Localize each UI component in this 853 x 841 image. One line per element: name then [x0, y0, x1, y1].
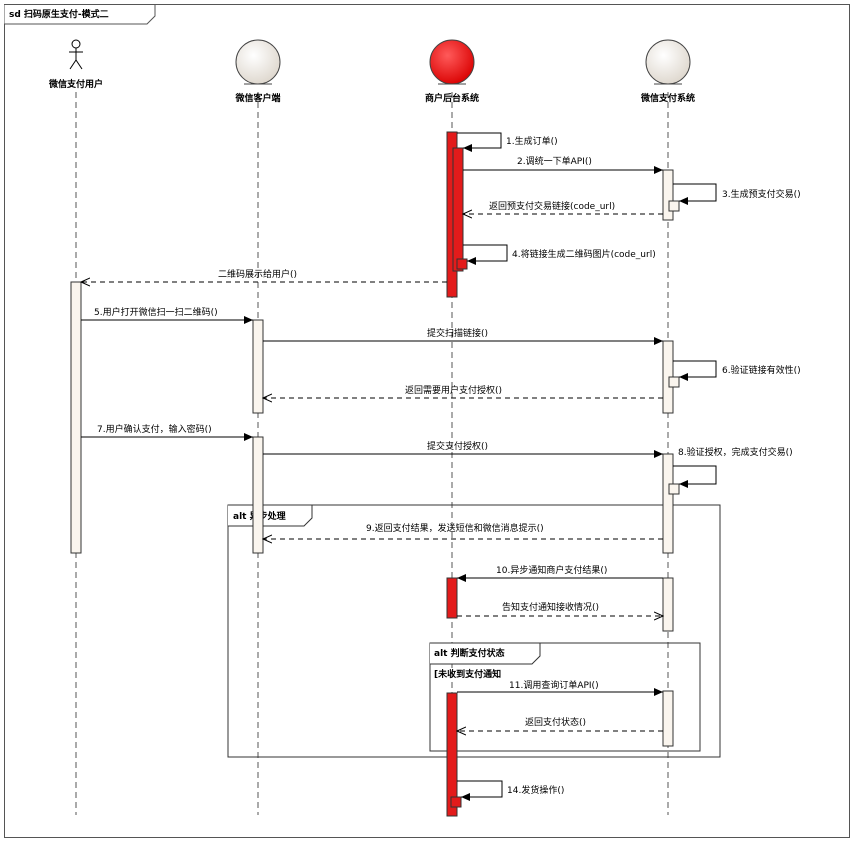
diagram-frame: sd 扫码原生支付-模式二 — [4, 4, 850, 838]
activation-bar — [668, 200, 680, 212]
message-label: 返回预支付交易链接(code_url) — [489, 200, 615, 212]
message-label: 二维码展示给用户() — [218, 268, 297, 280]
message-label: 3.生成预支付交易() — [722, 188, 801, 200]
message-arrow — [673, 360, 717, 381]
participant-wxpay: 微信支付系统 — [640, 39, 695, 104]
participant-client: 微信客户端 — [234, 39, 281, 104]
fragment-label: alt 判断支付状态 — [434, 647, 505, 659]
activation-bar — [668, 483, 680, 495]
fragment-guard: [未收到支付通知 — [434, 668, 501, 680]
message-label: 提交扫描链接() — [427, 327, 488, 339]
message-label: 返回支付状态() — [525, 716, 586, 728]
message-arrow — [463, 244, 508, 265]
entity-icon — [235, 39, 281, 85]
activation-bar — [662, 169, 674, 221]
activation-bar — [446, 692, 458, 817]
participant-label-wxpay: 微信支付系统 — [640, 92, 695, 104]
entity-icon — [429, 39, 475, 85]
message-label: 2.调统一下单API() — [517, 155, 592, 167]
activation-bar — [252, 319, 264, 414]
activation-bar — [662, 577, 674, 632]
participant-label-merchant: 商户后台系统 — [425, 92, 479, 104]
message-label: 4.将链接生成二维码图片(code_url) — [512, 248, 656, 260]
frame-title-tab — [4, 4, 156, 25]
activation-bar — [446, 577, 458, 619]
message-label: 8.验证授权，完成支付交易() — [678, 446, 793, 458]
message-label: 1.生成订单() — [506, 135, 558, 147]
message-label: 提交支付授权() — [427, 440, 488, 452]
message-arrow — [457, 780, 503, 801]
message-label: 14.发货操作() — [507, 784, 564, 796]
message-arrow — [673, 465, 717, 488]
activation-bar — [452, 147, 464, 272]
activation-bar — [662, 690, 674, 747]
message-label: 5.用户打开微信扫一扫二维码() — [94, 306, 218, 318]
message-label: 9.返回支付结果，发送短信和微信消息提示() — [366, 522, 544, 534]
message-label: 6.验证链接有效性() — [722, 364, 801, 376]
fragment-alt-async: alt 异步处理 — [227, 504, 721, 758]
participant-label-client: 微信客户端 — [234, 92, 280, 104]
message-label: 返回需要用户支付授权() — [405, 384, 502, 396]
activation-bar — [662, 453, 674, 554]
message-label: 告知支付通知接收情况() — [502, 601, 599, 613]
participant-merchant: 商户后台系统 — [425, 39, 479, 104]
message-arrow — [457, 132, 502, 152]
stick-figure-icon — [69, 39, 83, 70]
activation-bar — [450, 796, 462, 808]
message-label: 7.用户确认支付，输入密码() — [97, 423, 212, 435]
activations — [70, 131, 680, 817]
fragment-alt-status: alt 判断支付状态 [未收到支付通知 — [429, 642, 701, 752]
entity-icon — [645, 39, 691, 85]
message-label: 11.调用查询订单API() — [509, 679, 599, 691]
participant-label-user: 微信支付用户 — [48, 78, 103, 90]
messages: 1.生成订单() 2.调统一下单API() 3.生成预支付交易() 返回预支付交… — [81, 132, 801, 801]
message-arrow — [673, 183, 717, 205]
frame-title: sd 扫码原生支付-模式二 — [9, 8, 109, 20]
activation-bar — [70, 281, 82, 554]
activation-bar — [668, 376, 680, 388]
message-label: 10.异步通知商户支付结果() — [496, 564, 607, 576]
activation-bar — [252, 436, 264, 554]
participant-user: 微信支付用户 — [48, 39, 103, 90]
activation-bar — [456, 258, 468, 270]
